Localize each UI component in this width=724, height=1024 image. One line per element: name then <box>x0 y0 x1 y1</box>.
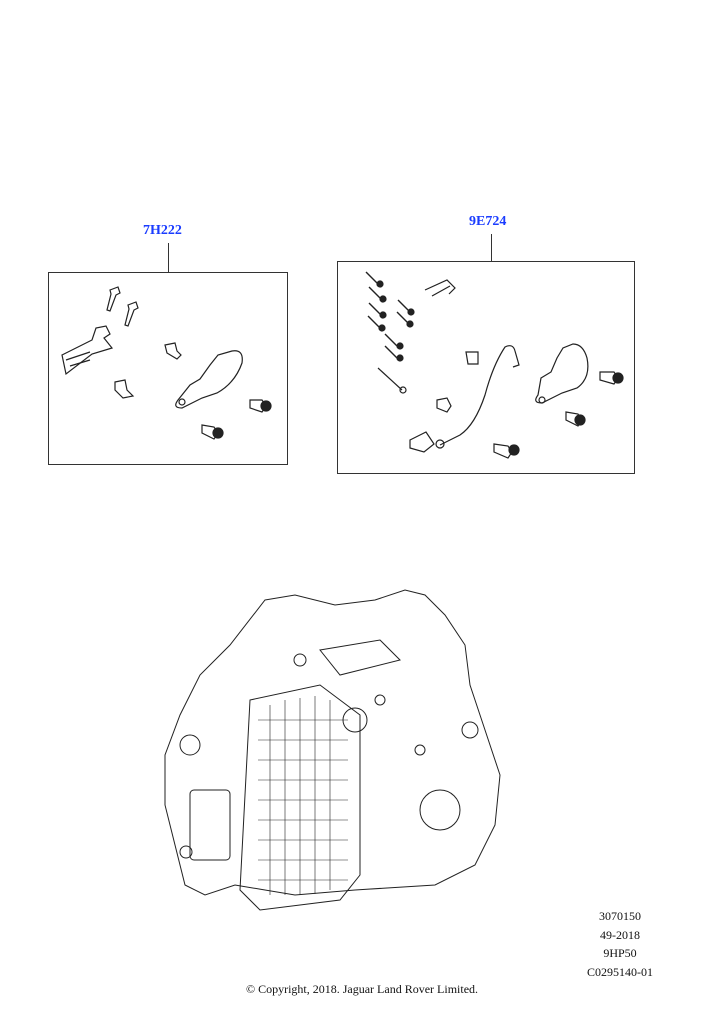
reference-number: 3070150 <box>599 909 641 923</box>
transmission-assembly <box>164 589 501 911</box>
leader-line <box>168 243 169 273</box>
transmission-model: 9HP50 <box>603 946 637 960</box>
kit-9e724-box <box>337 261 635 474</box>
kit-7h222-parts <box>61 286 272 440</box>
callout-7h222[interactable]: 7H222 <box>143 223 182 238</box>
leader-line <box>491 234 492 261</box>
illustration-code: C0295140-01 <box>587 964 653 979</box>
callout-9e724[interactable]: 9E724 <box>469 214 507 229</box>
diagram-reference-info: 3070150 49-2018 9HP50 C0295140-01 <box>570 907 670 981</box>
kit-9e724-parts <box>365 271 624 459</box>
copyright-text: © Copyright, 2018. Jaguar Land Rover Lim… <box>245 982 479 996</box>
reference-date: 49-2018 <box>600 927 640 942</box>
kit-7h222-box <box>48 272 288 465</box>
